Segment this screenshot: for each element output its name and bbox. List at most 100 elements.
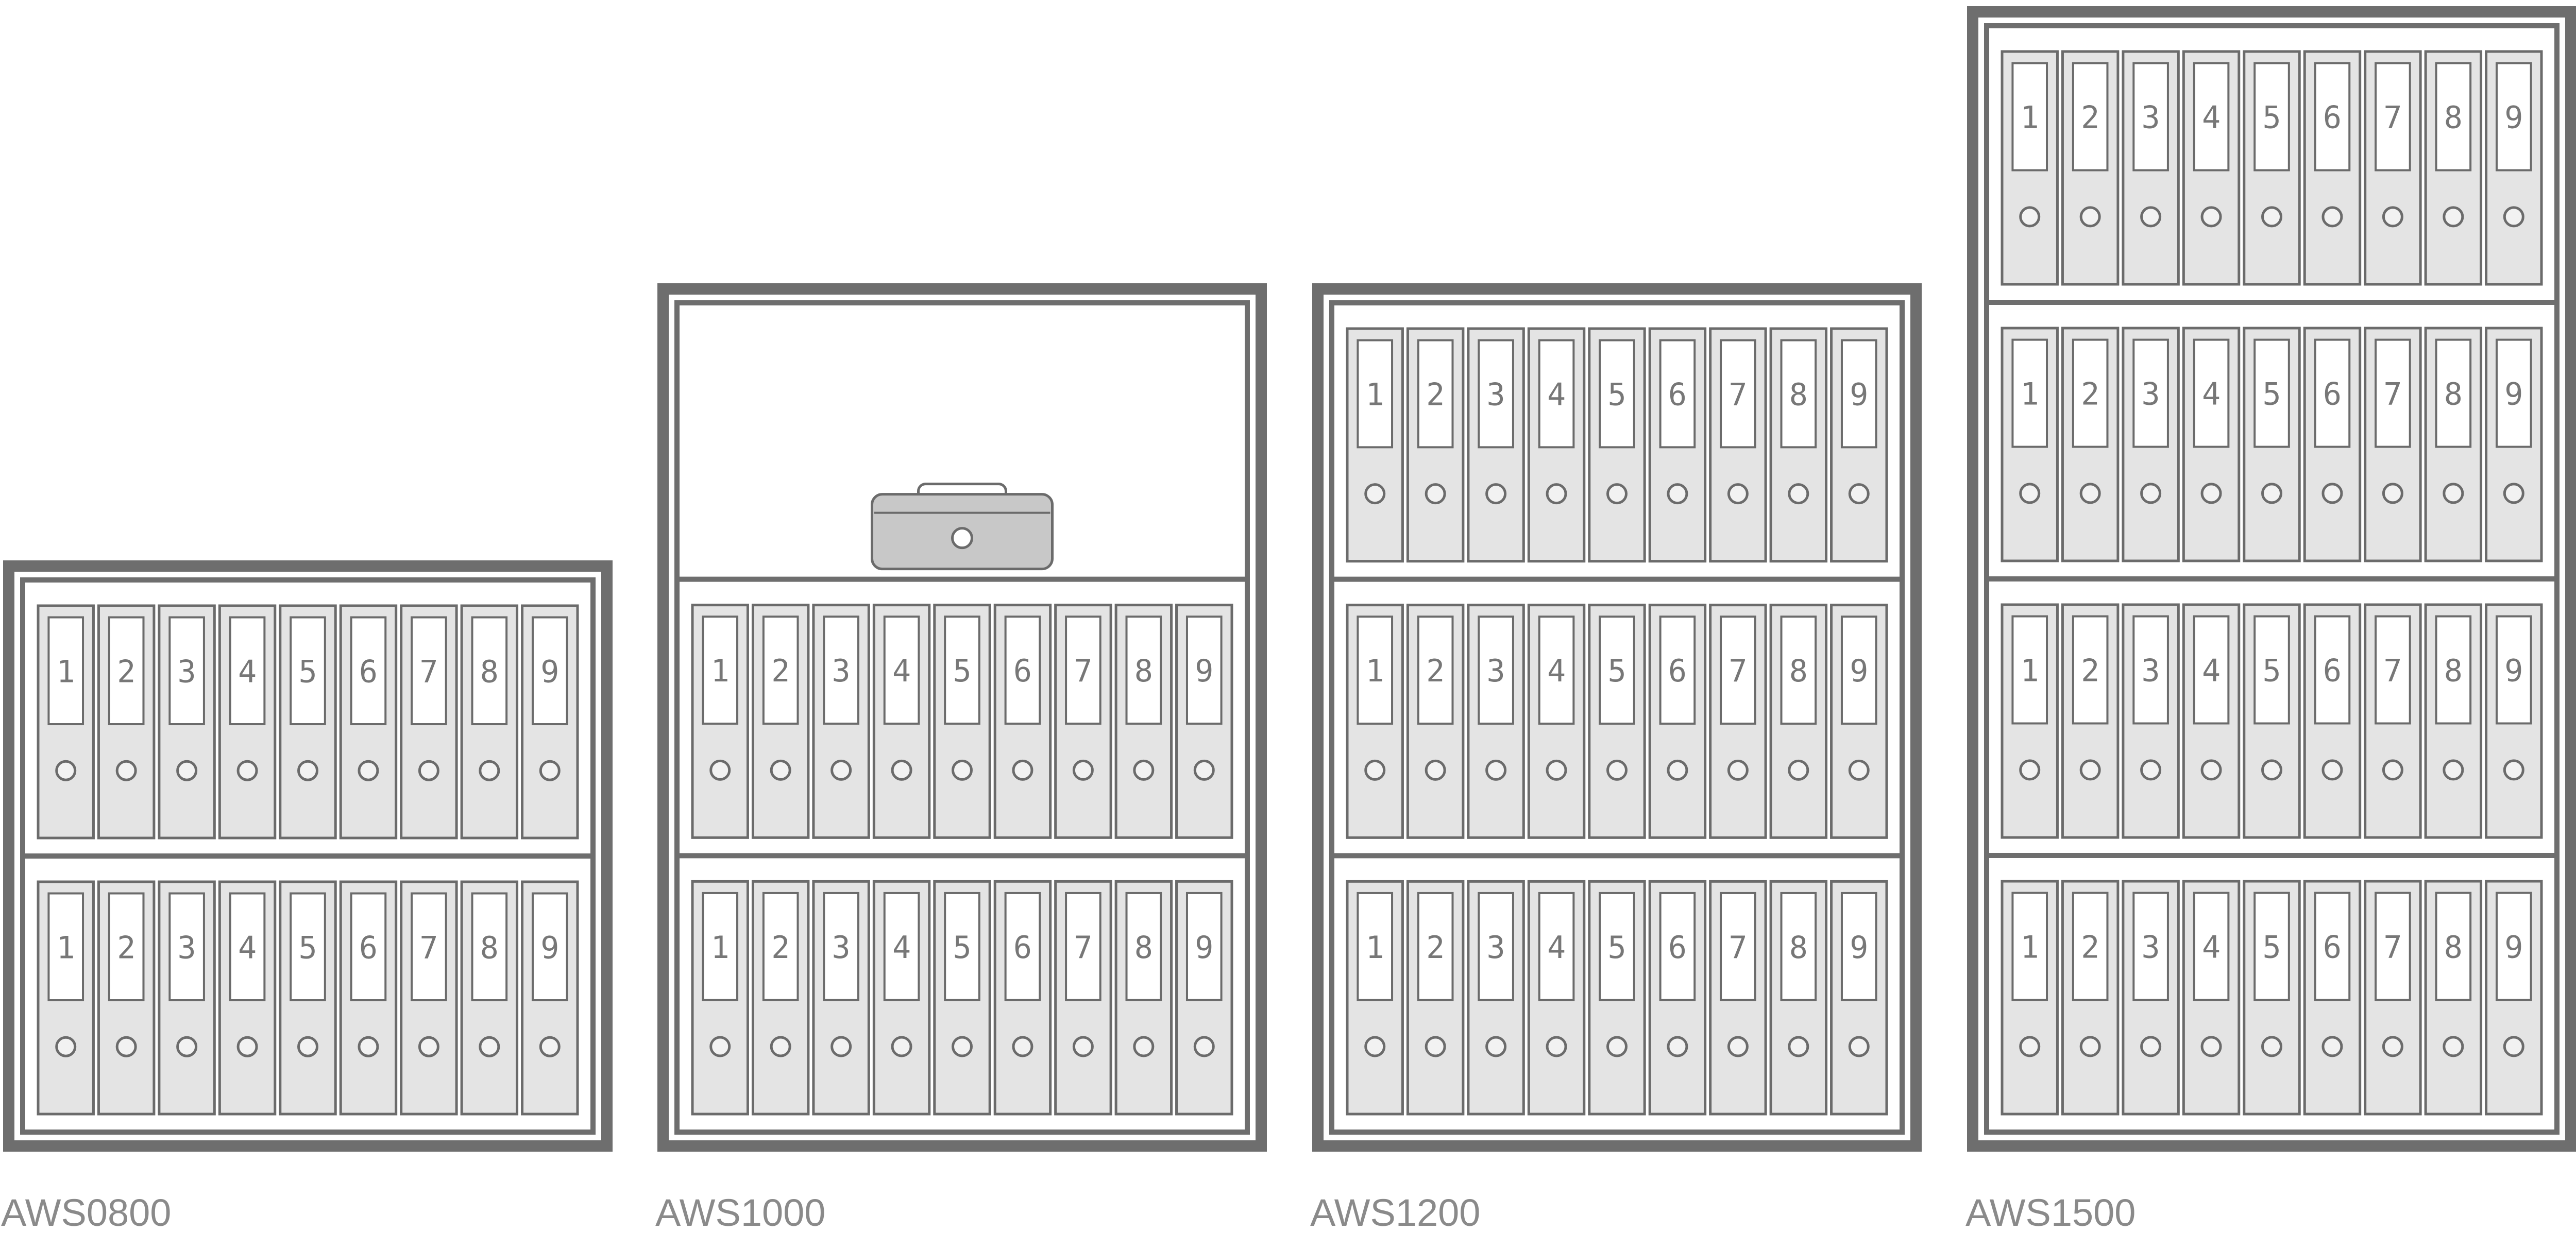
binder-number: 5: [953, 653, 971, 689]
binder-number: 2: [2081, 377, 2099, 413]
binder-6: 6: [993, 604, 1052, 839]
binder-1: 1: [1346, 604, 1404, 839]
binder-4: 4: [2182, 50, 2241, 286]
binder-6: 6: [1648, 880, 1707, 1116]
binder-number: 2: [771, 653, 790, 689]
binder-label-window: [2495, 338, 2532, 448]
binder-label-window: [1659, 615, 1696, 725]
binder-ring-icon: [2140, 759, 2162, 781]
binder-2: 2: [97, 604, 156, 840]
binder-7: 7: [400, 604, 458, 840]
binder-number: 2: [1426, 930, 1445, 966]
binder-ring-icon: [2019, 759, 2041, 781]
binder-ring-icon: [1364, 1036, 1386, 1057]
binder-number: 7: [2383, 653, 2402, 689]
binder-label-window: [1478, 615, 1514, 725]
binder-label-window: [1185, 892, 1223, 1001]
binder-label-window: [1417, 892, 1454, 1001]
binder-8: 8: [1114, 604, 1173, 839]
binder-3: 3: [158, 880, 216, 1116]
binder-number: 9: [1195, 653, 1213, 689]
binder-number: 2: [2081, 100, 2099, 136]
binder-9: 9: [1830, 327, 1888, 563]
binder-number: 1: [1366, 653, 1384, 689]
binder-label-window: [1357, 892, 1394, 1001]
binder-ring-icon: [709, 1036, 731, 1057]
binder-number: 7: [2383, 930, 2402, 966]
binder-ring-icon: [1072, 759, 1094, 781]
binder-label-window: [2375, 892, 2411, 1001]
binder-label-window: [531, 616, 568, 726]
binder-number: 7: [2383, 377, 2402, 413]
binder-number: 6: [2323, 100, 2342, 136]
binder-5: 5: [279, 604, 337, 840]
cabinet-label-aws1000: AWS1000: [655, 1191, 826, 1234]
binder-number: 2: [1426, 653, 1445, 689]
binder-label-window: [1599, 339, 1635, 449]
binder-label-window: [2314, 615, 2351, 725]
binder-label-window: [1720, 339, 1756, 449]
binder-ring-icon: [2503, 483, 2524, 504]
binder-9: 9: [2485, 880, 2543, 1116]
binder-7: 7: [1054, 604, 1112, 839]
binder-2: 2: [751, 604, 810, 839]
binder-label-window: [411, 616, 447, 726]
binder-number: 5: [1607, 653, 1626, 689]
binder-label-window: [702, 892, 739, 1001]
binder-number: 3: [178, 654, 196, 690]
binder-number: 5: [1607, 377, 1626, 413]
binder-ring-icon: [2443, 1036, 2464, 1057]
binder-number: 1: [2021, 377, 2039, 413]
binder-label-window: [1417, 615, 1454, 725]
binder-label-window: [2132, 338, 2169, 448]
binder-ring-icon: [1667, 483, 1688, 505]
binder-label-window: [944, 615, 980, 725]
binder-label-window: [2375, 615, 2411, 725]
binder-8: 8: [460, 880, 519, 1116]
binder-label-window: [2193, 615, 2230, 725]
binder-ring-icon: [115, 760, 137, 781]
binder-label-window: [1840, 339, 1877, 449]
binder-2: 2: [97, 880, 156, 1116]
binder-label-window: [2495, 62, 2532, 172]
binder-6: 6: [1648, 604, 1707, 839]
binder-1: 1: [37, 604, 95, 840]
binder-number: 8: [1134, 653, 1153, 689]
binder-ring-icon: [1485, 483, 1507, 505]
binder-number: 2: [2081, 930, 2099, 966]
binder-ring-icon: [1485, 759, 1507, 781]
binder-number: 9: [2504, 100, 2523, 136]
binder-7: 7: [1709, 880, 1767, 1116]
binder-6: 6: [2303, 50, 2362, 286]
binder-number: 6: [1668, 930, 1687, 966]
binder-label-window: [1720, 615, 1756, 725]
binder-ring-icon: [2382, 483, 2403, 504]
binder-number: 3: [1487, 653, 1505, 689]
binder-label-window: [1478, 339, 1514, 449]
binder-ring-icon: [55, 1036, 77, 1057]
binder-6: 6: [993, 880, 1052, 1116]
binder-number: 6: [2323, 377, 2342, 413]
binder-number: 3: [832, 653, 851, 689]
binder-label-window: [411, 892, 447, 1002]
binder-ring-icon: [1425, 759, 1446, 781]
binder-ring-icon: [115, 1036, 137, 1057]
binder-4: 4: [218, 880, 277, 1116]
binder-number: 1: [711, 930, 730, 966]
binder-8: 8: [2424, 880, 2483, 1116]
binder-number: 5: [2262, 100, 2281, 136]
binder-ring-icon: [2382, 759, 2403, 781]
binder-label-window: [2375, 62, 2411, 172]
binder-number: 1: [2021, 930, 2039, 966]
binder-ring-icon: [2079, 759, 2101, 781]
binder-ring-icon: [2140, 483, 2162, 504]
binder-ring-icon: [1848, 483, 1870, 505]
binder-number: 9: [2504, 377, 2523, 413]
binder-ring-icon: [1606, 759, 1628, 781]
binder-number: 2: [1426, 377, 1445, 413]
binder-label-window: [2314, 62, 2351, 172]
binder-5: 5: [2243, 327, 2301, 562]
